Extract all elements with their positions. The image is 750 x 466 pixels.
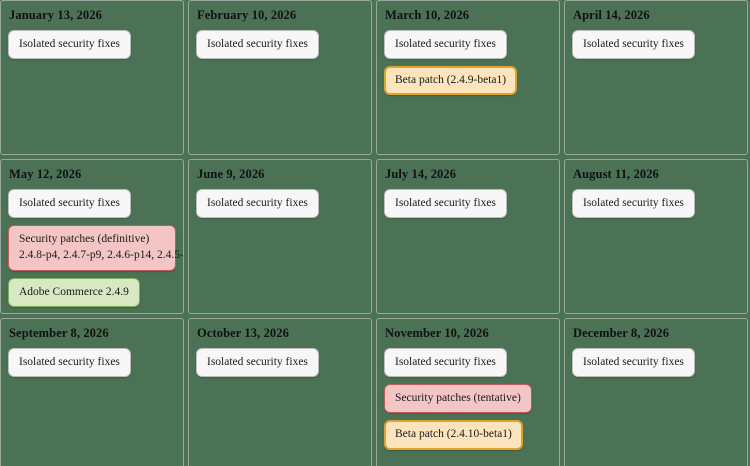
badge-line: Isolated security fixes — [583, 197, 684, 209]
badge-security-definitive[interactable]: Security patches (definitive) 2.4.8-p4, 2… — [8, 225, 184, 271]
badge-line: Isolated security fixes — [19, 197, 120, 209]
badge-line: Isolated security fixes — [395, 356, 496, 368]
badge-release[interactable]: Adobe Commerce 2.4.9 — [8, 277, 140, 307]
month-date-heading: December 8, 2026 — [573, 326, 670, 340]
badge-security-tentative[interactable]: Security patches (tentative) — [384, 384, 532, 414]
badge-beta[interactable]: Beta patch (2.4.9-beta1) — [384, 66, 518, 96]
badge-line: Isolated security fixes — [19, 38, 120, 50]
badge-isolated[interactable]: Isolated security fixes — [384, 348, 507, 378]
month-date-heading: April 14, 2026 — [573, 8, 650, 22]
badge-isolated[interactable]: Isolated security fixes — [196, 30, 319, 60]
badge-line: Isolated security fixes — [395, 38, 496, 50]
badge-line: Isolated security fixes — [583, 356, 684, 368]
badge-beta[interactable]: Beta patch (2.4.10-beta1) — [384, 420, 523, 450]
month-date-heading: November 10, 2026 — [385, 326, 489, 340]
badge-isolated[interactable]: Isolated security fixes — [572, 348, 695, 378]
badge-line: Adobe Commerce 2.4.9 — [19, 285, 129, 298]
badge-isolated[interactable]: Isolated security fixes — [8, 348, 131, 378]
month-date-heading: August 11, 2026 — [573, 167, 659, 181]
month-date-heading: May 12, 2026 — [9, 167, 82, 181]
month-date-heading: March 10, 2026 — [385, 8, 470, 22]
badge-isolated[interactable]: Isolated security fixes — [572, 30, 695, 60]
badge-line: Security patches (tentative) — [395, 392, 521, 405]
badge-line: Isolated security fixes — [19, 356, 120, 368]
badge-line: Isolated security fixes — [207, 356, 308, 368]
badge-line: Isolated security fixes — [395, 197, 496, 209]
badge-isolated[interactable]: Isolated security fixes — [572, 189, 695, 219]
badge-isolated[interactable]: Isolated security fixes — [8, 189, 131, 219]
badge-line: Beta patch (2.4.9-beta1) — [395, 74, 507, 87]
badge-isolated[interactable]: Isolated security fixes — [196, 189, 319, 219]
badge-isolated[interactable]: Isolated security fixes — [8, 30, 131, 60]
badge-line: 2.4.8-p4, 2.4.7-p9, 2.4.6-p14, 2.4.5-p16 — [19, 249, 184, 262]
month-date-heading: October 13, 2026 — [197, 326, 289, 340]
month-date-heading: June 9, 2026 — [197, 167, 265, 181]
badge-isolated[interactable]: Isolated security fixes — [196, 348, 319, 378]
month-date-heading: July 14, 2026 — [385, 167, 457, 181]
month-date-heading: February 10, 2026 — [197, 8, 297, 22]
month-date-heading: September 8, 2026 — [9, 326, 109, 340]
badge-isolated[interactable]: Isolated security fixes — [384, 30, 507, 60]
badge-line: Security patches (definitive) — [19, 233, 150, 246]
badge-line: Beta patch (2.4.10-beta1) — [395, 428, 512, 441]
badge-line: Isolated security fixes — [583, 38, 684, 50]
month-date-heading: January 13, 2026 — [9, 8, 102, 22]
badge-isolated[interactable]: Isolated security fixes — [384, 189, 507, 219]
badge-line: Isolated security fixes — [207, 38, 308, 50]
badge-line: Isolated security fixes — [207, 197, 308, 209]
